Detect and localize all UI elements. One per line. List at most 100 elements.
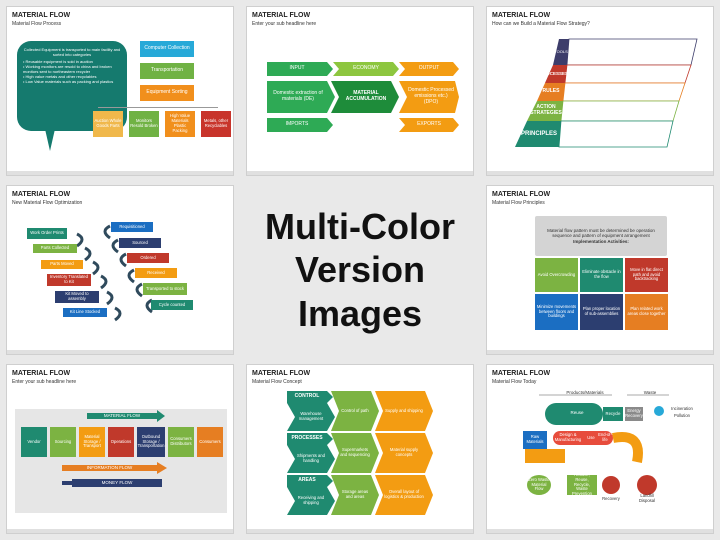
piece-eliminate-obstacle: Eliminate obstacle in the flow [580,258,623,292]
slide-title: MATERIAL FLOW [12,12,71,19]
left-step-4: Inventory Translated to Kit [47,274,91,286]
leaf-metals: Metals, other Recyclables [201,111,231,137]
puzzle-top-text: Material flow pattern must be determined… [547,227,655,245]
slide-footer-bar [487,350,713,354]
bubble-line: • High value metals and other recyclable… [23,74,97,79]
curved-arrows [76,224,153,322]
level-rules: RULES [542,88,560,95]
slide-thumbnail-4[interactable]: MATERIAL FLOW New Material Flow Optimiza… [6,185,234,355]
callout-bubble: Collected Equipment is transported to ma… [17,41,127,131]
connector [98,107,218,108]
center-heading: Multi-Color Version Images [243,185,477,355]
piece-plan-related: Plan related work areas close together [625,294,668,330]
level-processes: PROCESSES [539,71,568,77]
money-flow-label: MONEY FLOW [101,480,133,486]
flow-arrows [62,410,167,487]
slide-footer-bar [487,529,713,533]
piece-minimize-movements: Minimize movements between floors and bu… [535,294,578,330]
center-heading-line1: Multi-Color [265,206,455,248]
label-design-manufacturing: Design & Manufacturing [554,432,582,442]
slide-footer-bar [7,350,233,354]
slide-title: MATERIAL FLOW [492,191,551,198]
piece-plan-location: Plan proper location of sub-assemblies [580,294,623,330]
material-flow-arrow-label: MATERIAL FLOW [103,413,141,419]
bubble-tail [45,129,55,151]
bubble-line: • Low Value materials such as packing an… [23,79,114,84]
slide-title: MATERIAL FLOW [12,191,71,198]
label-products-materials: Products/Materials [566,390,604,396]
slide-thumbnail-8[interactable]: MATERIAL FLOW Material Flow Today Produc… [486,364,714,534]
cell-processes-c: Material supply concepts [389,447,419,457]
cell-areas-c: Overall layout of logistics & production [384,489,424,499]
chain-background [15,409,227,513]
bubble-line: Collected Equipment is transported to ma… [23,47,121,57]
left-step-1: Work Order Prints [27,228,67,239]
slide-subtitle: Material Flow Concept [252,379,302,385]
right-step-4: Received [135,268,177,278]
right-step-6: Cycle counted [151,300,193,310]
slide-footer-bar [247,529,473,533]
flow-today-diagram [523,394,669,495]
center-heading-line2: Version Images [294,249,426,334]
slide-footer-bar [487,171,713,175]
leaf-auction: Auction Whole Goods Parts [93,111,123,137]
slide-footer-bar [7,171,233,175]
step-computer-collection: Computer Collection [140,41,194,57]
right-step-2: Sourced [119,238,161,248]
slide-thumbnail-7[interactable]: MATERIAL FLOW Material Flow Concept CONT… [246,364,474,534]
slide-title: MATERIAL FLOW [492,370,551,377]
level-principles: PRINCIPLES [520,130,557,137]
row-label-areas: AREAS [298,477,316,484]
slide-subtitle: Material Flow Today [492,379,537,385]
puzzle-top-piece [535,216,667,256]
label-economy: ECONOMY [353,65,379,72]
label-waste: Waste [643,390,657,396]
right-step-5: Transported to stock [143,283,187,295]
left-step-2: Parts Collected [33,244,77,253]
slide-thumbnail-3[interactable]: MATERIAL FLOW How can we Build a Materia… [486,6,714,176]
label-zero-waste: Zero Waste Material Flow [528,476,550,492]
slide-thumbnail-5[interactable]: MATERIAL FLOW Material Flow Principles M… [486,185,714,355]
slide-title: MATERIAL FLOW [492,12,551,19]
label-energy-recovery: Energy Recovery [625,408,643,418]
row-label-control: CONTROL [294,393,320,400]
step-equipment-sorting: Equipment Sorting [140,85,194,101]
chain-distributors: Consumers Distributors [168,427,194,457]
left-step-3: Parts Moved [41,260,83,269]
label-domestic-processed: Domestic Processed emissions etc.) (DPO) [408,87,454,105]
label-recovery: Recovery [602,495,620,501]
label-exports: EXPORTS [417,121,441,128]
cell-processes-b: Supermarkets and sequencing [340,447,370,457]
cell-processes-a: Shipments and handling [297,453,325,463]
slide-subtitle: How can we Build a Material Flow Strateg… [492,21,590,27]
label-use: Use [587,434,595,440]
label-recycle: Recycle [605,410,621,416]
slide-thumbnail-1[interactable]: MATERIAL FLOW Material Flow Process Coll… [6,6,234,176]
label-output: OUTPUT [418,65,440,72]
left-step-5: Kit Moved to assembly [55,291,99,303]
label-end-of-life: End-of-life [598,432,612,442]
chain-material-storage: Material Storage / Transport [79,427,105,457]
label-landfill: Landfill Disposal [638,493,656,503]
economy-flow-diagram [267,62,459,132]
slide-thumbnail-6[interactable]: MATERIAL FLOW Enter your sub headline he… [6,364,234,534]
chain-vendor: Vendor [21,427,47,457]
strategy-pyramid [515,38,698,148]
chevron-grid [287,391,433,515]
left-step-6: Kit Line Stocked [63,308,107,317]
right-step-1: Requisitioned [111,222,153,232]
level-tools: TOOLS [554,48,568,54]
level-action-strategies: ACTION STRATEGIES [530,104,562,116]
bubble-line: • Working monitors are resold to china a… [23,64,112,74]
step-transportation: Transportation [140,63,194,79]
information-flow-label: INFORMATION FLOW [86,465,133,471]
slide-title: MATERIAL FLOW [252,12,311,19]
slide-subtitle: New Material Flow Optimization [12,200,83,206]
slide-subtitle: Enter your sub headline here [252,21,317,27]
label-raw-materials: Raw Materials [526,434,544,444]
leaf-monitors: Monitors Resold Broken [129,111,159,137]
slide-footer-bar [7,529,233,533]
label-pollution: Pollution [673,412,691,418]
slide-thumbnail-2[interactable]: MATERIAL FLOW Enter your sub headline he… [246,6,474,176]
chain-sourcing: Sourcing [50,427,76,457]
